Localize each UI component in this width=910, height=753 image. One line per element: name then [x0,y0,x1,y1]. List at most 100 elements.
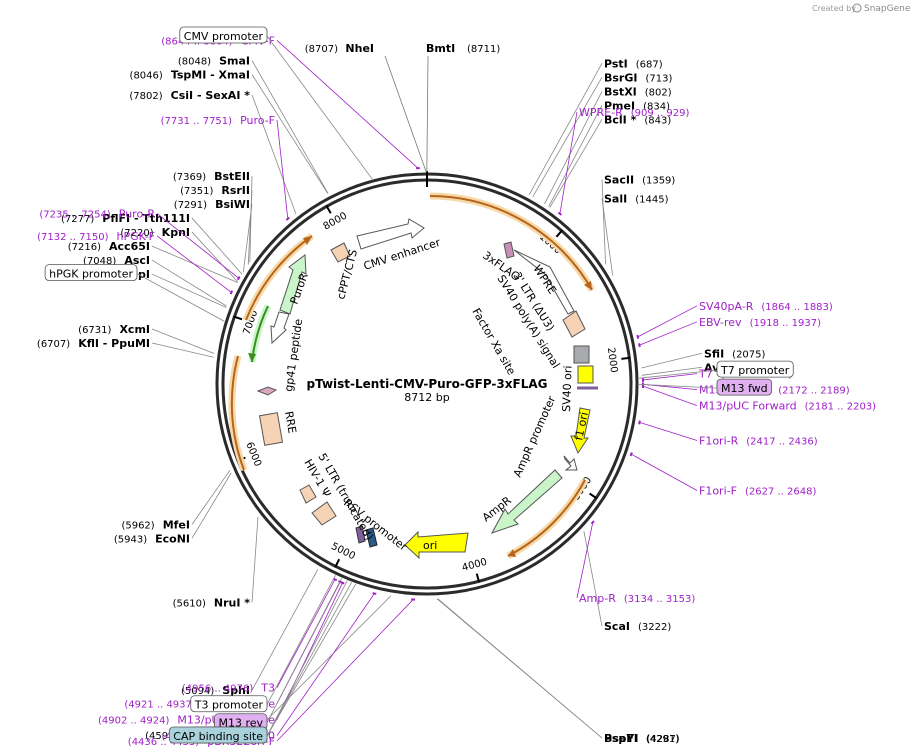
plasmid-name: pTwist-Lenti-CMV-Puro-GFP-3xFLAG [307,377,548,391]
primer-leader-line [276,593,375,736]
enzyme-leader-line [436,598,603,739]
enzyme-position: (834) [643,101,670,112]
enzyme-name: MfeI [163,518,190,531]
enzyme-leader-line [583,530,603,627]
feature-small-marker [256,386,278,396]
enzyme-position: (843) [644,115,671,126]
feature-leader-line [266,35,373,180]
tick-mark [621,356,631,360]
enzyme-leader-line [191,469,231,525]
primer-range: (1864 .. 1883) [761,302,833,313]
enzyme-position: (5610) [173,599,206,610]
primer-name: Puro-R [119,207,156,220]
enzyme-name: SphI [222,684,250,697]
primer-leader-line [559,111,578,214]
arc-arrowhead-icon [584,281,592,290]
feature-box-label: T3 promoter [194,699,264,712]
tick-label: 2000 [605,347,619,374]
enzyme-name: EcoNI [155,532,190,545]
primer-leader-line [156,213,239,279]
feature-box-label: T7 promoter [720,364,790,377]
tick-mark [475,573,481,583]
enzyme-name: AscI [124,254,150,267]
outer-feature-arcs [228,192,596,560]
primer-name: Puro-F [240,114,275,127]
feature-leader-line [638,369,718,379]
enzyme-position: (2075) [732,349,765,360]
primer-leader-line [642,385,698,407]
primer-range: (2172 .. 2189) [778,386,850,397]
feature-sv40-ori-box [577,365,594,384]
enzyme-leader-line [191,231,239,283]
feature-box-label: M13 fwd [721,382,768,395]
enzyme-position: (7802) [129,91,162,102]
feature-3ltr-box [562,310,586,338]
enzyme-leader-line [251,595,392,736]
enzyme-leader-line [191,217,243,275]
enzyme-position: (7277) [61,214,94,225]
primer-name: T7 [698,368,713,381]
enzyme-position: (6707) [37,339,70,350]
primer-range: (4921 .. 4937) [124,700,196,711]
enzyme-name: SalI [604,192,627,205]
primer-site-marker [638,343,641,348]
primer-site-marker [629,452,633,457]
enzyme-name: KflI - PpuMI [78,337,150,350]
tick-mark [334,558,341,568]
primer-leader-line [642,373,698,381]
arc-arrowhead-icon [508,549,516,557]
feature-ori-arrow [404,530,469,560]
primer-name: F1ori-R [699,434,739,447]
primer-leader-line [276,582,343,720]
enzyme-position: (687) [636,59,663,70]
enzyme-position: (4287) [646,734,679,745]
enzyme-position: (6731) [78,325,111,336]
enzyme-name: ScaI [604,620,630,633]
feature-label-ampr-promoter: AmpR promoter [511,394,559,480]
feature-f1ori-arrow [570,407,591,455]
primer-leader-line [576,522,594,599]
enzyme-position: (1359) [642,176,675,187]
arc-arrowhead-icon [303,236,312,245]
enzyme-leader-line [601,179,606,265]
enzyme-leader-line [191,472,232,539]
credit-prefix: Created by [812,4,856,13]
primer-range: (3134 .. 3153) [624,594,696,605]
feature-label-sv40-ori: SV40 ori [560,365,575,412]
enzyme-position: (5094) [181,686,214,697]
arc-feature-upper-left [245,235,313,321]
primer-leader-line [639,422,698,441]
enzyme-name: TspMI - XmaI [171,68,250,81]
enzyme-position: (8048) [178,56,211,67]
primer-range: (7235 .. 7254) [39,209,111,220]
enzyme-name: PspFI [604,732,638,745]
primer-leader-line [639,321,698,346]
arc-feature-bottom-right [507,479,586,557]
tick-label: 8000 [322,211,350,233]
primer-range: (7731 .. 7751) [161,116,233,127]
enzyme-leader-line [426,55,429,173]
tick-mark [555,229,564,238]
arc-arrowhead-icon [248,353,256,362]
feature-box [168,726,268,744]
primer-leader-line [637,305,698,338]
snapgene-logo-icon [852,3,862,13]
primer-site-marker [557,211,562,216]
primer-site-marker [285,216,290,221]
primer-range: (2627 .. 2648) [745,487,817,498]
arc-feature-top-right [429,195,593,291]
feature-promoter-marker [355,525,366,544]
feature-box [44,264,138,282]
enzyme-position: (5962) [121,520,154,531]
credit-brand: SnapGene [864,4,910,14]
primer-leader-line [631,453,698,491]
primer-range: (7132 .. 7150) [37,232,109,243]
tick-label: 5000 [329,541,357,562]
primer-name: F1ori-F [699,485,737,498]
primer-name: WPRE-R [579,106,623,119]
primer-name: EBV-rev [699,316,742,329]
primer-site-marker [372,592,377,595]
feature-psi-box [311,501,337,526]
enzyme-name: CsiI - SexAI * [171,89,251,102]
